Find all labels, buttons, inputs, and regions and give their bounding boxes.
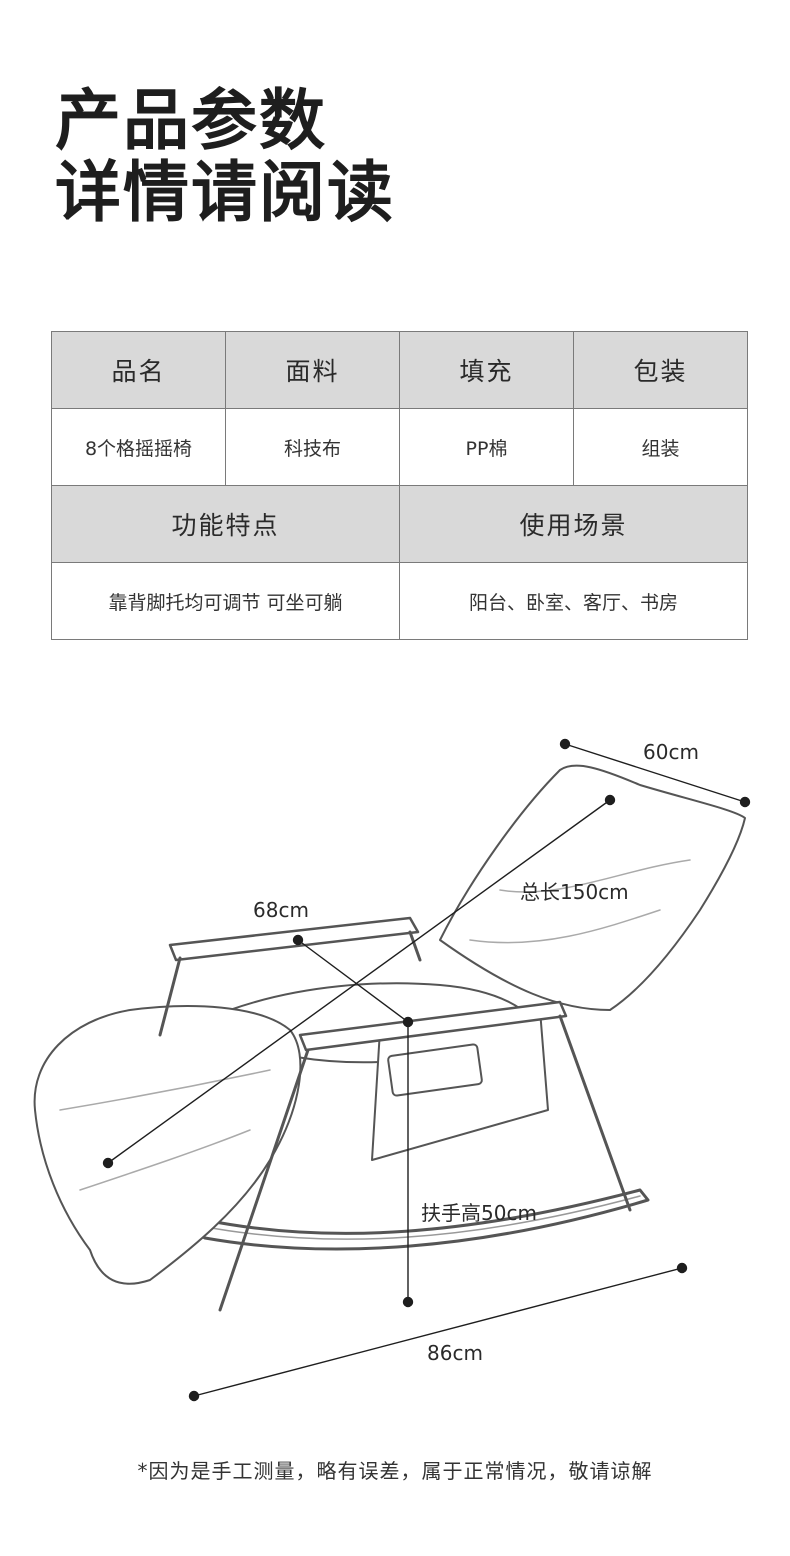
value-usage: 阳台、卧室、客厅、书房 [399, 562, 748, 640]
page-title: 产品参数 [55, 82, 327, 159]
header-product-name: 品名 [51, 331, 226, 409]
disclaimer-note: *因为是手工测量，略有误差，属于正常情况，敬请谅解 [137, 1459, 653, 1483]
armrest-height-label: 扶手高50cm [421, 1201, 537, 1225]
chair-illustration [33, 764, 746, 1312]
table-header-row: 功能特点 使用场景 [51, 485, 748, 563]
header-packaging: 包装 [573, 331, 748, 409]
dimension-dot [102, 1157, 114, 1169]
page-subtitle: 详情请阅读 [55, 154, 395, 231]
armrest-length-label: 68cm [253, 898, 309, 922]
dimension-dot [676, 1262, 688, 1274]
header-filling: 填充 [399, 331, 574, 409]
table-header-row: 品名 面料 填充 包装 [51, 331, 748, 409]
dimension-dot [402, 1296, 414, 1308]
header-usage: 使用场景 [399, 485, 748, 563]
dimension-lines [102, 738, 751, 1402]
dimension-dot [559, 738, 571, 750]
width-label: 60cm [643, 740, 699, 764]
value-packaging: 组装 [573, 408, 748, 486]
header-fabric: 面料 [225, 331, 400, 409]
base-length-label: 86cm [427, 1341, 483, 1365]
dimension-dot [739, 796, 751, 808]
value-features: 靠背脚托均可调节 可坐可躺 [51, 562, 400, 640]
total-length-label: 总长150cm [520, 880, 629, 904]
dimension-dot [292, 934, 304, 946]
table-row: 靠背脚托均可调节 可坐可躺 阳台、卧室、客厅、书房 [51, 562, 748, 640]
dimension-dot [604, 794, 616, 806]
dimension-dot [188, 1390, 200, 1402]
value-fabric: 科技布 [225, 408, 400, 486]
value-product-name: 8个格摇摇椅 [51, 408, 226, 486]
value-filling: PP棉 [399, 408, 574, 486]
spec-table: 品名 面料 填充 包装 8个格摇摇椅 科技布 PP棉 组装 功能特点 使用场景 … [51, 331, 748, 640]
header-features: 功能特点 [51, 485, 400, 563]
table-row: 8个格摇摇椅 科技布 PP棉 组装 [51, 408, 748, 486]
chair-dimension-diagram: 60cm 总长150cm 68cm 扶手高50cm 86cm [33, 738, 751, 1402]
